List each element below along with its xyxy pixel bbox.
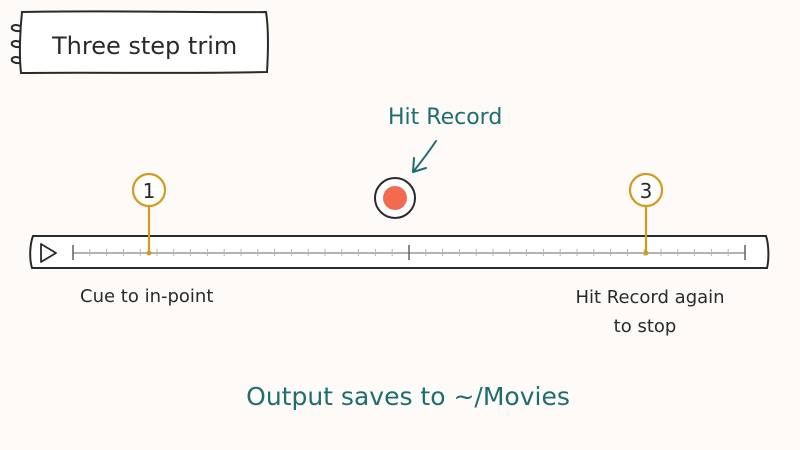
record-callout-label: Hit Record [388,105,502,130]
timeline-bar[interactable] [29,234,770,270]
caption-out-point-line2: to stop [614,316,677,337]
record-button-icon[interactable] [374,177,416,219]
record-callout-arrow [412,140,437,173]
marker-1-label: 1 [143,179,156,203]
timeline-ticks [72,245,746,260]
record-callout-arrowhead [412,157,427,173]
marker-out-point[interactable]: 3 [628,172,664,256]
record-callout: Hit Record [388,105,502,173]
footer-output-path: Output saves to ~/Movies [246,382,570,411]
title-text: Three step trim [51,32,237,60]
caption-in-point: Cue to in-point [80,286,213,307]
marker-in-point[interactable]: 1 [131,172,167,256]
spiral-notebook-icon [10,24,21,65]
play-icon[interactable] [40,243,57,263]
caption-out-point-line1: Hit Record again [575,287,724,308]
title-card: Three step trim [10,10,269,75]
marker-3-label: 3 [640,179,653,203]
